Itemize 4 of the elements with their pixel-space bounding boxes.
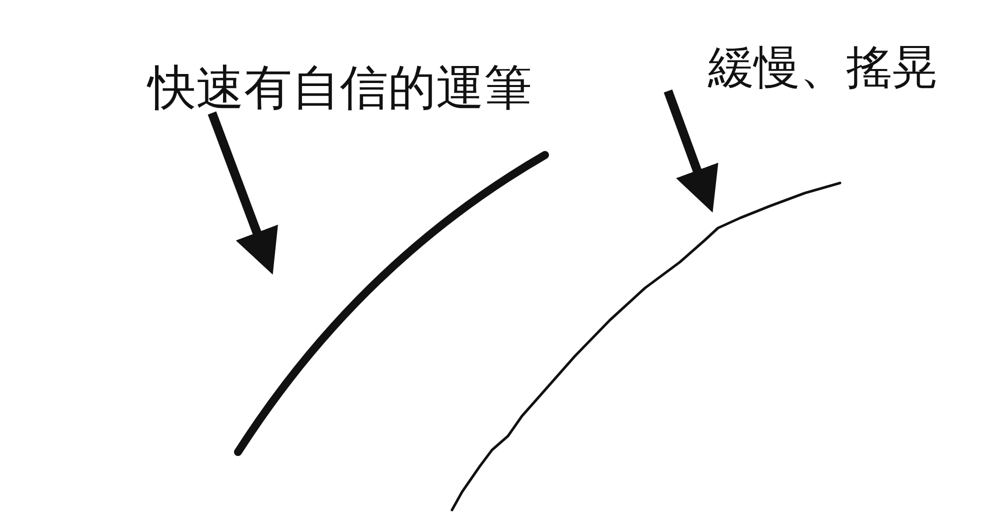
annotation-text: 快速有自信的運筆 bbox=[148, 62, 532, 115]
annotation-text: 緩慢、搖晃 bbox=[708, 42, 938, 93]
arrow bbox=[208, 111, 278, 275]
arrow bbox=[664, 89, 718, 213]
